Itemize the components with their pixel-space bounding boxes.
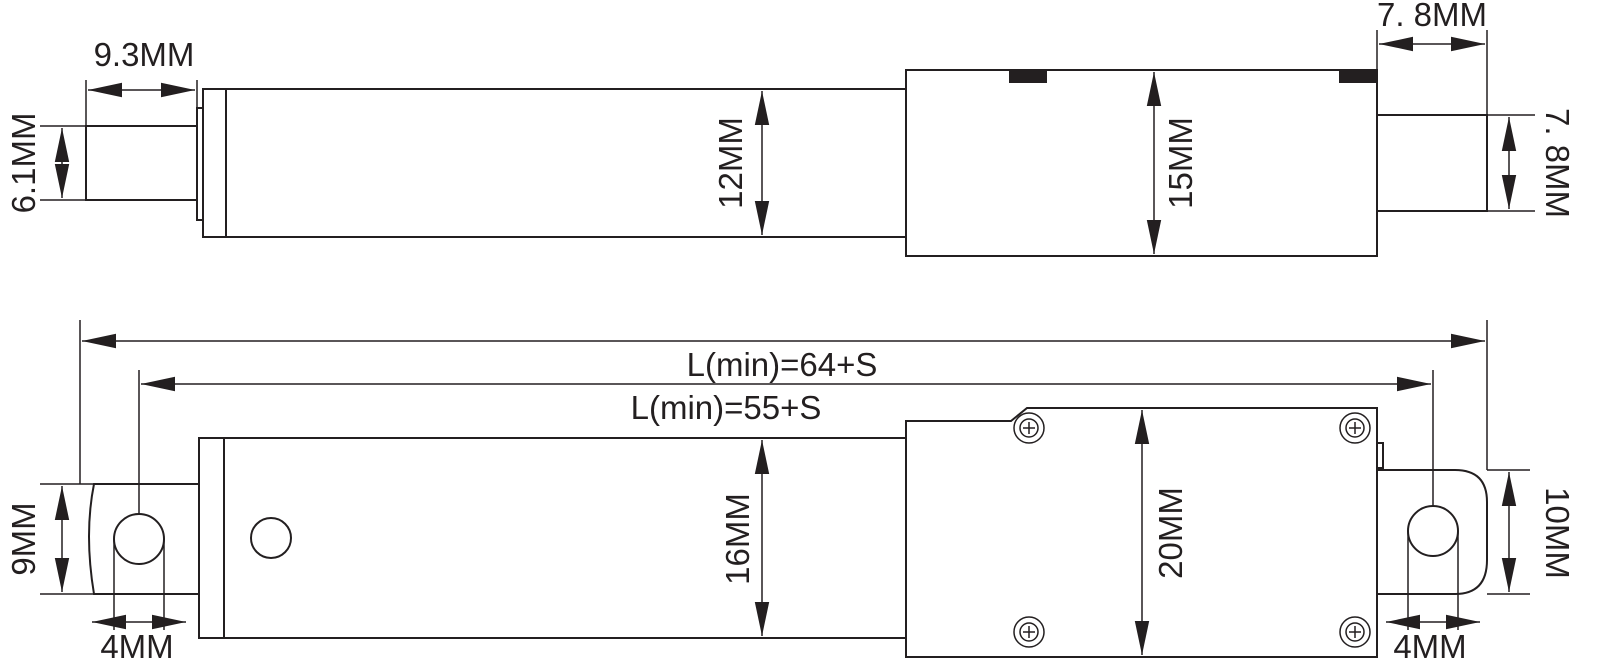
top-end-length-label: 7. 8MM	[1377, 0, 1487, 33]
top-housing	[905, 69, 1378, 257]
rod-end-hole-dia-label: 4MM	[100, 628, 173, 665]
hole-center-length-label: L(min)=55+S	[631, 389, 822, 426]
side-rear-end-hole	[1407, 505, 1459, 557]
top-tube-dia-label: 12MM	[712, 117, 749, 209]
rod-end-height-label: 9MM	[5, 502, 42, 575]
top-shaft	[85, 125, 198, 201]
rear-end-hole-dia-label: 4MM	[1393, 628, 1466, 665]
side-tube-dia-label: 16MM	[719, 493, 756, 585]
top-tube	[202, 88, 907, 238]
side-tube-hole	[250, 517, 292, 559]
top-shaft-dia-label: 6.1MM	[5, 113, 42, 214]
side-view: L(min)=64+S L(min)=55+S 9MM 4MM 16MM 20M…	[5, 320, 1576, 665]
screw-icon	[1339, 412, 1371, 444]
screw-icon	[1013, 616, 1045, 648]
top-housing-height-label: 15MM	[1162, 117, 1199, 209]
top-rear-end	[1376, 114, 1488, 212]
overall-length-label: L(min)=64+S	[687, 346, 878, 383]
side-rod-end-hole	[113, 513, 165, 565]
rear-end-height-label: 10MM	[1539, 487, 1576, 579]
top-end-height-label: 7. 8MM	[1539, 108, 1576, 218]
top-housing-tab-right	[1339, 70, 1377, 83]
side-tube	[198, 437, 907, 639]
top-view: 9.3MM 6.1MM 12MM 15MM 7. 8MM 7. 8MM	[5, 0, 1576, 257]
screw-icon	[1339, 616, 1371, 648]
side-housing-height-label: 20MM	[1152, 487, 1189, 579]
top-housing-tab-left	[1009, 70, 1047, 83]
screw-icon	[1013, 412, 1045, 444]
top-shaft-length-label: 9.3MM	[94, 36, 195, 73]
